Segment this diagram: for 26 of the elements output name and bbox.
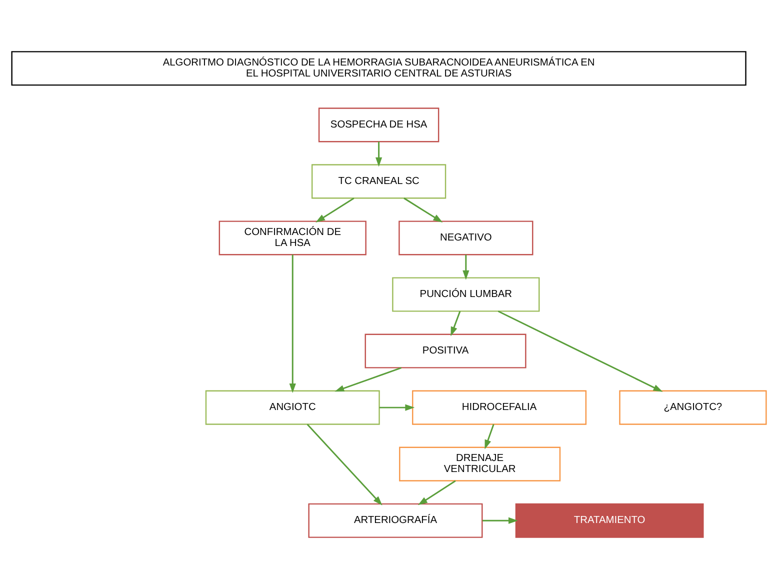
node-box: HIDROCEFALIA: [412, 390, 587, 424]
arrow: [306, 423, 382, 505]
node-box: ANGIOTC: [205, 390, 380, 424]
node-box: PUNCIÓN LUMBAR: [392, 276, 540, 312]
node-box: NEGATIVO: [398, 220, 534, 255]
node-box: DRENAJE VENTRICULAR: [399, 446, 561, 481]
arrow: [482, 516, 518, 524]
arrow: [289, 254, 296, 393]
node-box: TRATAMIENTO: [515, 502, 704, 538]
node-box: ALGORITMO DIAGNÓSTICO DE LA HEMORRAGIA SUBARACNOIDEA ANEURISMÁTICA EN EL HOSPITAL UNIVERSITARIO CENTRAL DE ASTURIAS: [11, 50, 746, 86]
arrow: [462, 254, 470, 280]
arrow: [450, 310, 461, 336]
node-box: TC CRANEAL SC: [311, 164, 446, 198]
node-box: CONFIRMACIÓN DE LA HSA: [218, 220, 366, 255]
arrow: [379, 404, 415, 410]
node-box: ¿ANGIOTC?: [619, 390, 767, 424]
arrow: [334, 366, 402, 392]
arrow: [418, 480, 456, 505]
arrow: [498, 310, 663, 392]
arrow: [375, 141, 382, 166]
arrow: [484, 424, 494, 449]
arrow: [404, 197, 443, 222]
node-box: SOSPECHA DE HSA: [318, 107, 440, 142]
arrow: [316, 197, 354, 222]
node-box: ARTERIOGRAFÍA: [308, 502, 483, 538]
node-box: POSITIVA: [364, 333, 526, 368]
